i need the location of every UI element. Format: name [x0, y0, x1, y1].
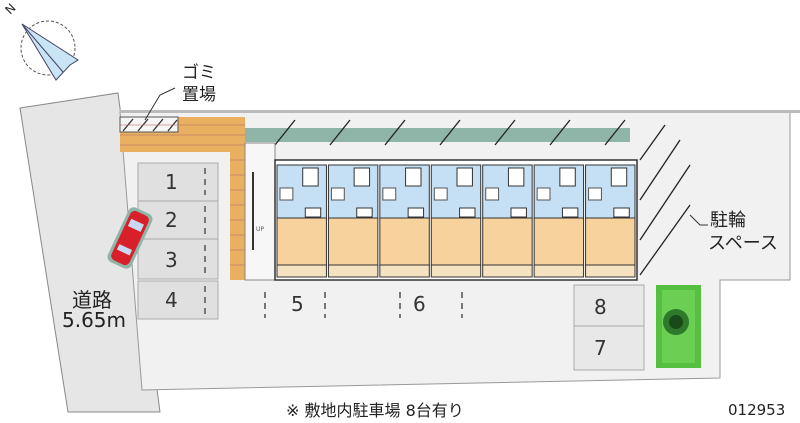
unit-balcony: [327, 264, 379, 278]
unit-room: [430, 217, 482, 266]
parking-spot-1: 1: [165, 170, 178, 194]
washer-icon: [356, 207, 373, 218]
sink-icon: [433, 187, 448, 201]
garbage-label-1: ゴミ: [182, 63, 216, 83]
unit-balcony: [585, 264, 636, 278]
brick-wall-side: [230, 117, 245, 280]
garbage-label-2: 置場: [182, 85, 216, 105]
washer-icon: [510, 207, 527, 218]
toilet-icon: [302, 167, 319, 187]
lot-border-top: [120, 110, 800, 113]
washer-icon: [459, 207, 476, 218]
washer-icon: [304, 207, 322, 218]
toilet-icon: [610, 167, 628, 187]
unit-room: [585, 217, 636, 266]
toilet-icon: [456, 167, 473, 187]
parking-spot-6: 6: [413, 292, 426, 316]
toilet-icon: [353, 167, 371, 187]
sink-icon: [279, 187, 294, 201]
parking-spot-5: 5: [291, 292, 304, 316]
washer-icon: [561, 207, 579, 218]
bicycle-leader: [689, 214, 708, 226]
unit-balcony: [482, 264, 533, 278]
parking-spot-2: 2: [165, 208, 178, 232]
unit-balcony: [379, 264, 430, 278]
garbage-leader: [144, 87, 176, 121]
parking-note: ※ 敷地内駐車場 8台有り: [286, 401, 464, 420]
unit-room: [482, 217, 533, 266]
bicycle-label-2: スペース: [708, 233, 778, 254]
unit-room: [379, 217, 430, 266]
unit-room: [533, 217, 585, 266]
stair-label: UP: [256, 226, 265, 233]
toilet-icon: [507, 167, 525, 187]
unit-balcony: [533, 264, 585, 278]
parking-spot-4: 4: [165, 288, 178, 312]
property-code: 012953: [728, 401, 786, 419]
parking-spots-left: [137, 162, 219, 320]
parking-spot-8: 8: [594, 295, 607, 319]
unit-room: [327, 217, 379, 266]
parking-area-right: [573, 284, 645, 371]
unit-balcony: [430, 264, 482, 278]
stair-area: [244, 142, 276, 281]
washer-icon: [613, 207, 630, 218]
sink-icon: [485, 187, 500, 201]
sink-icon: [382, 187, 397, 201]
washer-icon: [407, 207, 425, 218]
compass-icon: [20, 20, 79, 81]
sink-icon: [536, 187, 551, 201]
toilet-icon: [559, 167, 576, 187]
bicycle-label-1: 駐輪: [710, 210, 746, 231]
car-icon: [107, 207, 153, 269]
road-label: 道路: [72, 288, 112, 312]
sink-icon: [588, 187, 602, 201]
unit-room: [276, 217, 327, 266]
parking-spot-7: 7: [594, 336, 607, 360]
sink-icon: [330, 187, 345, 201]
road-width: 5.65m: [62, 308, 127, 332]
parking-spot-3: 3: [165, 248, 178, 272]
teal-strip: [245, 128, 630, 142]
unit-balcony: [276, 264, 327, 278]
toilet-icon: [405, 167, 422, 187]
